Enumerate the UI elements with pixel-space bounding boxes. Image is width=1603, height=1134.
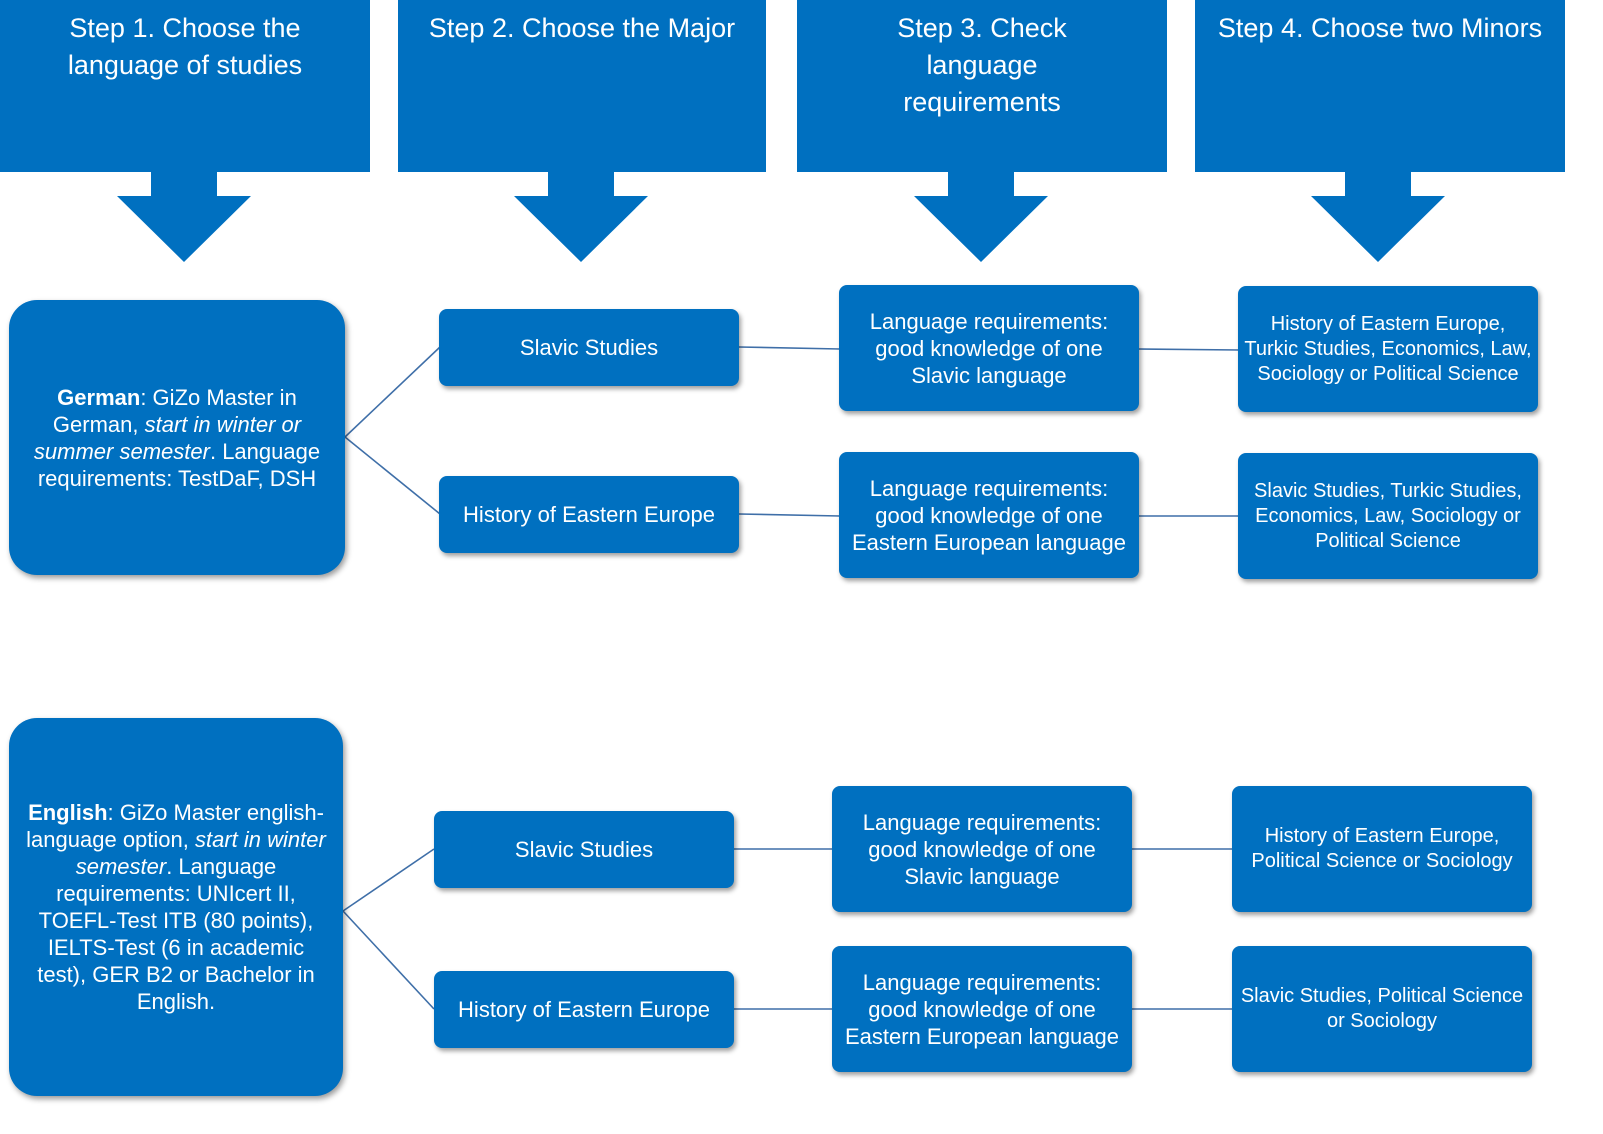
english-major-history-eastern-europe: History of Eastern Europe (434, 971, 734, 1048)
english-language-box: English: GiZo Master english-language op… (9, 718, 343, 1096)
english-requirement-slavic: Language requirements: good knowledge of… (832, 786, 1132, 912)
step-2-label: Step 2. Choose the Major (428, 13, 736, 43)
connector-english-to-major-2 (342, 910, 435, 1010)
german-text-1: : GiZo Master in German, (52, 384, 297, 437)
requirement-text: Language requirements: good knowledge of… (845, 969, 1119, 1049)
connector-g-req1-to-minor1 (1137, 348, 1241, 351)
english-major-slavic-studies: Slavic Studies (434, 811, 734, 888)
down-arrow-icon (514, 172, 648, 262)
english-description: English: GiZo Master english-language op… (23, 799, 329, 1015)
english-start-info: start in winter semester (75, 827, 326, 879)
german-start-info: start in winter or summer semester (33, 411, 302, 464)
german-description: German: GiZo Master in German, start in … (23, 384, 331, 492)
german-lang-label: German (57, 384, 141, 410)
step-3-header: Step 3. Check language requirements (797, 0, 1167, 172)
german-minors-2: Slavic Studies, Turkic Studies, Economic… (1238, 453, 1538, 579)
major-label: History of Eastern Europe (458, 997, 710, 1022)
major-label: Slavic Studies (514, 837, 654, 862)
step-1-label: Step 1. Choose the language of studies (67, 13, 303, 80)
german-text-2: . Language requirements: TestDaF, DSH (37, 438, 321, 491)
connector-german-to-major-2 (344, 436, 441, 515)
requirement-text: Language requirements: good knowledge of… (862, 809, 1102, 889)
step-3-label: Step 3. Check language requirements (897, 13, 1067, 117)
connector-english-to-major-1 (342, 848, 435, 912)
requirement-text: Language requirements: good knowledge of… (869, 308, 1109, 388)
english-text-2: . Language requirements: UNIcert II, TOE… (37, 854, 315, 1014)
connector-g-major1-to-req1 (738, 346, 841, 350)
german-major-slavic-studies: Slavic Studies (439, 309, 739, 386)
step-1-header: Step 1. Choose the language of studies (0, 0, 370, 172)
german-requirement-slavic: Language requirements: good knowledge of… (839, 285, 1139, 411)
down-arrow-icon (117, 172, 251, 262)
major-label: Slavic Studies (519, 335, 659, 360)
english-minors-1: History of Eastern Europe, Political Sci… (1232, 786, 1532, 912)
english-lang-label: English (28, 800, 108, 825)
german-language-box: German: GiZo Master in German, start in … (9, 300, 345, 575)
minors-text: History of Eastern Europe, Turkic Studie… (1244, 312, 1532, 385)
minors-text: History of Eastern Europe, Political Sci… (1251, 825, 1513, 872)
german-major-history-eastern-europe: History of Eastern Europe (439, 476, 739, 553)
english-minors-2: Slavic Studies, Political Science or Soc… (1232, 946, 1532, 1072)
requirement-text: Language requirements: good knowledge of… (852, 475, 1126, 555)
step-2-header: Step 2. Choose the Major (398, 0, 766, 172)
german-minors-1: History of Eastern Europe, Turkic Studie… (1238, 286, 1538, 412)
step-4-label: Step 4. Choose two Minors (1217, 13, 1543, 43)
english-requirement-eastern-european: Language requirements: good knowledge of… (832, 946, 1132, 1072)
down-arrow-icon (914, 172, 1048, 262)
german-requirement-eastern-european: Language requirements: good knowledge of… (839, 452, 1139, 578)
connector-german-to-major-1 (344, 346, 441, 438)
english-text-1: : GiZo Master english-language option, (26, 800, 324, 852)
minors-text: Slavic Studies, Political Science or Soc… (1240, 985, 1524, 1032)
down-arrow-icon (1311, 172, 1445, 262)
connector-g-major2-to-req2 (738, 513, 841, 517)
minors-text: Slavic Studies, Turkic Studies, Economic… (1254, 479, 1522, 552)
major-label: History of Eastern Europe (463, 502, 715, 527)
step-4-header: Step 4. Choose two Minors (1195, 0, 1565, 172)
